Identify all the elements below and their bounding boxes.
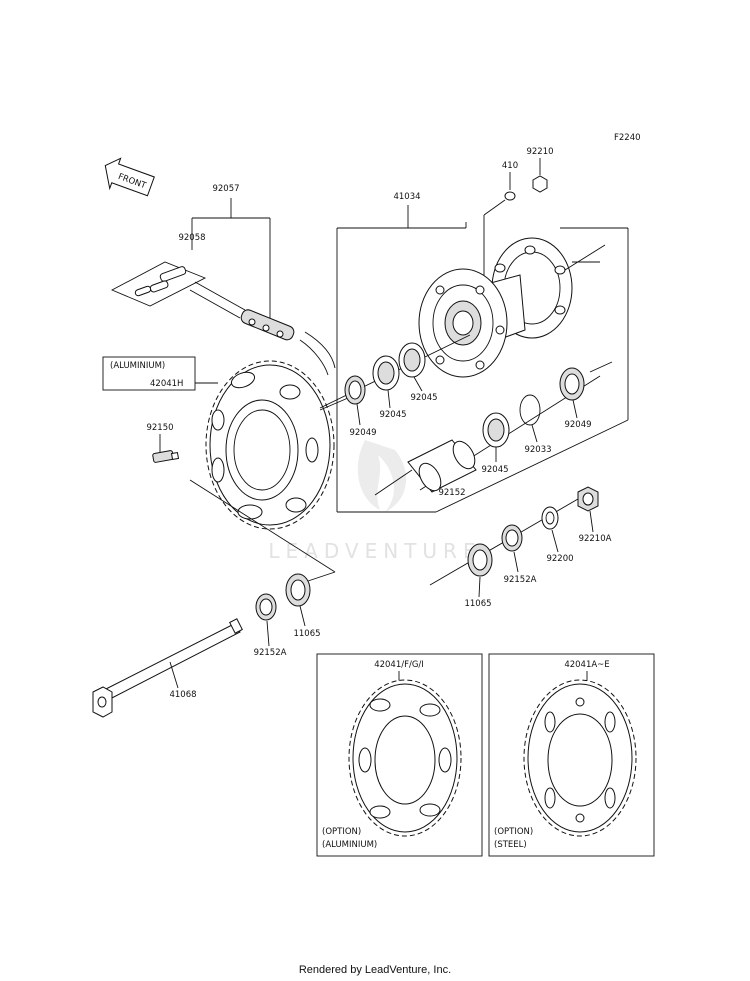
callout-92058: 92058 bbox=[178, 233, 205, 243]
option-steel-note2: (STEEL) bbox=[494, 840, 527, 850]
callout-92049-left: 92049 bbox=[349, 428, 376, 438]
watermark-text: LEADVENTURE bbox=[268, 539, 481, 563]
chain-master-link bbox=[110, 261, 207, 307]
aluminium-note-box bbox=[102, 356, 196, 391]
drive-chain bbox=[189, 281, 336, 376]
axle-nut-92210A bbox=[577, 486, 599, 512]
callout-42041H: 42041H bbox=[150, 379, 183, 389]
hub-callout-lines bbox=[336, 205, 629, 513]
footer-credit: Rendered by LeadVenture, Inc. bbox=[299, 964, 451, 976]
option-aluminium-note2: (ALUMINIUM) bbox=[322, 840, 377, 850]
option-aluminium-part: 42041/F/G/I bbox=[374, 660, 424, 670]
collar-92152A-left bbox=[255, 593, 277, 621]
front-arrow-icon: FRONT bbox=[104, 157, 155, 197]
option-aluminium-note1: (OPTION) bbox=[322, 827, 361, 837]
callout-92152A-left: 92152A bbox=[254, 648, 287, 658]
option-steel-note1: (OPTION) bbox=[494, 827, 533, 837]
seal-11065-right bbox=[467, 543, 493, 577]
option-box-aluminium: 42041/F/G/I (OPTION) (ALUMINIUM) bbox=[316, 653, 483, 857]
axle-washer-92200 bbox=[541, 506, 559, 530]
callout-92152A-right: 92152A bbox=[504, 575, 537, 585]
watermark: LEADVENTURE bbox=[268, 440, 481, 563]
callout-92045-a: 92045 bbox=[379, 410, 406, 420]
option-steel-part: 42041A~E bbox=[564, 660, 609, 670]
callout-92057: 92057 bbox=[212, 184, 239, 194]
chain-callout-lines bbox=[191, 198, 271, 320]
callout-92045-b: 92045 bbox=[410, 393, 437, 403]
rear-wheel-hub bbox=[418, 237, 573, 378]
hub-bearing-b bbox=[398, 342, 426, 378]
hub-nut-92210 bbox=[532, 175, 548, 193]
hub-seal-left bbox=[344, 375, 366, 405]
callout-11065-right: 11065 bbox=[464, 599, 491, 609]
callout-92033: 92033 bbox=[524, 445, 551, 455]
hub-bearing-c bbox=[482, 412, 510, 448]
callout-92045-c: 92045 bbox=[481, 465, 508, 475]
hub-washer-410 bbox=[504, 191, 516, 201]
seal-11065-left bbox=[285, 573, 311, 607]
callout-410: 410 bbox=[502, 161, 518, 171]
callout-11065-left: 11065 bbox=[293, 629, 320, 639]
callout-41068: 41068 bbox=[169, 690, 196, 700]
hub-seal-right bbox=[559, 367, 585, 401]
callout-41034: 41034 bbox=[393, 192, 420, 202]
collar-92152A-right bbox=[501, 524, 523, 552]
callout-92210A: 92210A bbox=[579, 534, 612, 544]
callout-92210: 92210 bbox=[526, 147, 553, 157]
option-box-steel: 42041A~E (OPTION) (STEEL) bbox=[488, 653, 655, 857]
hub-spacer-92152 bbox=[407, 439, 477, 493]
callout-aluminium-note: (ALUMINIUM) bbox=[110, 361, 165, 371]
sprocket-bolt bbox=[152, 450, 180, 463]
rear-sprocket bbox=[205, 360, 335, 530]
hub-bearing-a bbox=[372, 355, 400, 391]
callout-92200: 92200 bbox=[546, 554, 573, 564]
callout-92150: 92150 bbox=[146, 423, 173, 433]
callout-92152: 92152 bbox=[438, 488, 465, 498]
callout-92049-right: 92049 bbox=[564, 420, 591, 430]
rear-axle-41068 bbox=[92, 618, 243, 718]
hub-circlip bbox=[519, 394, 541, 426]
diagram-code: F2240 bbox=[614, 133, 641, 143]
